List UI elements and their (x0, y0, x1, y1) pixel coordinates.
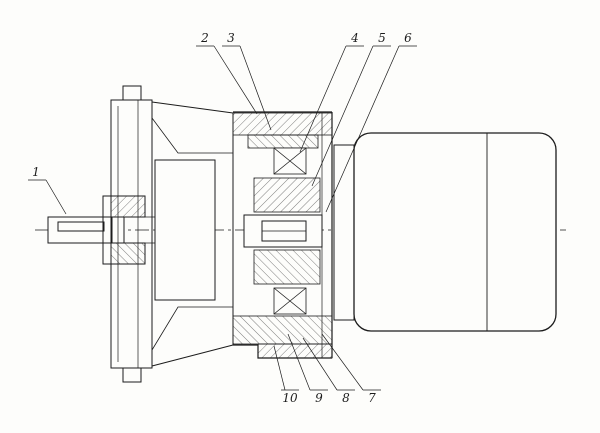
seal-block-lower (110, 242, 146, 265)
callout-4: 4 (350, 31, 359, 45)
gear-block-lower (253, 249, 321, 285)
ring-step-top (247, 134, 319, 149)
callout-1: 1 (32, 165, 40, 179)
leader-2 (196, 45, 258, 115)
callout-labels: 1 2 3 4 5 6 7 8 9 10 (32, 31, 412, 405)
bell-inner-bottom (151, 306, 233, 351)
seal-block-upper (110, 195, 146, 218)
leader-1 (28, 179, 67, 215)
ring-gear-top (232, 112, 333, 136)
leader-5 (311, 45, 391, 187)
leader-3 (222, 45, 272, 131)
coupling-drum (154, 159, 216, 301)
leader-9 (287, 333, 328, 391)
shaft-keyway (57, 221, 105, 232)
flange-bottom-ear (122, 367, 142, 383)
bell-inner-top (151, 117, 233, 154)
bell-outer-top (151, 101, 234, 114)
input-shaft-center (243, 214, 323, 248)
leader-8 (302, 337, 355, 391)
flange-top-ear (122, 85, 142, 101)
motor-body-shell (353, 132, 557, 332)
callout-9: 9 (315, 391, 323, 405)
leader-lines (28, 45, 417, 391)
bearing-top (273, 147, 307, 175)
leader-6 (325, 45, 417, 213)
gear-block-upper (253, 177, 321, 213)
leader-4 (299, 45, 364, 153)
callout-5: 5 (378, 31, 386, 45)
leader-10 (273, 345, 299, 391)
gear-housing-section (232, 111, 333, 359)
output-shaft (47, 216, 125, 244)
bearing-bottom (273, 287, 307, 315)
callout-8: 8 (342, 391, 350, 405)
callout-2: 2 (200, 31, 209, 45)
leader-7 (321, 333, 381, 391)
callout-10: 10 (282, 391, 298, 405)
ring-gear-bottom (232, 315, 333, 345)
motor (333, 132, 557, 332)
shaft-body (47, 216, 125, 244)
callout-7: 7 (368, 391, 376, 405)
callout-6: 6 (404, 31, 412, 45)
flange-bell-housing (102, 85, 234, 383)
hub-boss (102, 195, 112, 265)
bell-outer-bottom (151, 344, 234, 367)
callout-3: 3 (227, 31, 235, 45)
